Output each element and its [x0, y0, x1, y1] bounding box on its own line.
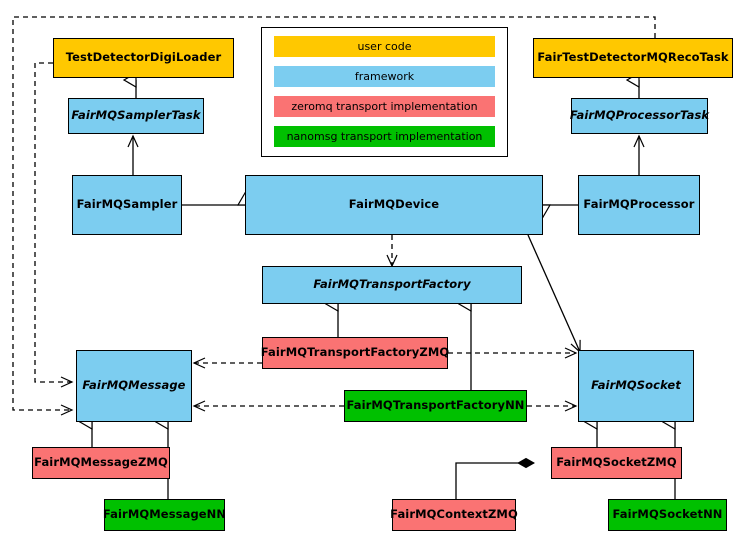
color-legend: user code framework zeromq transport imp…	[261, 27, 508, 157]
class-label: FairMQContextZMQ	[390, 507, 518, 522]
class-node-fairmqcontextzmq[interactable]: FairMQContextZMQ	[390, 499, 518, 531]
edge-recotask-to-message	[12, 16, 656, 416]
legend-item-zeromq: zeromq transport implementation	[274, 96, 495, 117]
legend-item-framework: framework	[274, 66, 495, 87]
class-label: FairMQSamplerTask	[71, 108, 201, 123]
class-label: TestDetectorDigiLoader	[65, 50, 222, 65]
class-node-fairmqtransportfactory[interactable]: FairMQTransportFactory	[262, 266, 522, 304]
class-label: FairMQTransportFactoryNN	[346, 398, 525, 413]
class-label: FairMQTransportFactoryZMQ	[260, 345, 450, 360]
class-node-fairmqtransportfactoryzmq[interactable]: FairMQTransportFactoryZMQ	[260, 337, 450, 369]
legend-item-nanomsg: nanomsg transport implementation	[274, 126, 495, 147]
class-label: FairMQSocketNN	[612, 507, 723, 522]
class-label: FairMQSocket	[591, 378, 681, 393]
legend-label-user-code: user code	[357, 40, 412, 53]
class-node-fairmqprocessortask[interactable]: FairMQProcessorTask	[569, 98, 710, 134]
class-node-fairmqsamplertask[interactable]: FairMQSamplerTask	[68, 98, 204, 134]
class-label: FairMQMessageNN	[102, 507, 227, 522]
class-node-fairmqsampler[interactable]: FairMQSampler	[72, 175, 182, 235]
legend-label-zeromq: zeromq transport implementation	[291, 100, 478, 113]
class-label: FairMQMessage	[82, 378, 186, 393]
class-label: FairTestDetectorMQRecoTask	[537, 50, 729, 65]
class-label: FairMQProcessorTask	[569, 108, 710, 123]
class-node-fairmqmessagenn[interactable]: FairMQMessageNN	[102, 499, 227, 531]
class-node-fairtestdetectormqrecotask[interactable]: FairTestDetectorMQRecoTask	[533, 38, 733, 78]
class-node-fairmqsocketzmq[interactable]: FairMQSocketZMQ	[551, 447, 682, 479]
legend-label-nanomsg: nanomsg transport implementation	[286, 130, 483, 143]
class-node-fairmqtransportfactorynn[interactable]: FairMQTransportFactoryNN	[344, 390, 527, 422]
class-label: FairMQTransportFactory	[313, 277, 471, 292]
class-node-fairmqprocessor[interactable]: FairMQProcessor	[578, 175, 700, 235]
class-node-fairmqdevice[interactable]: FairMQDevice	[245, 175, 543, 235]
class-label: FairMQMessageZMQ	[34, 455, 168, 470]
class-node-fairmqmessage[interactable]: FairMQMessage	[76, 350, 192, 422]
class-node-fairmqsocket[interactable]: FairMQSocket	[578, 350, 694, 422]
class-node-testdetectordigiloader[interactable]: TestDetectorDigiLoader	[53, 38, 234, 78]
class-node-fairmqmessagezmq[interactable]: FairMQMessageZMQ	[32, 447, 170, 479]
edge-digiloader-to-message	[34, 62, 74, 388]
class-label: FairMQDevice	[348, 197, 440, 212]
class-node-fairmqsocketnn[interactable]: FairMQSocketNN	[608, 499, 727, 531]
class-label: FairMQProcessor	[583, 197, 695, 212]
edge-contextzmq-to-socketzmq	[455, 463, 534, 499]
legend-label-framework: framework	[354, 70, 415, 83]
legend-item-user-code: user code	[274, 36, 495, 57]
class-label: FairMQSocketZMQ	[556, 455, 677, 470]
class-label: FairMQSampler	[76, 197, 178, 212]
edge-device-to-socket	[527, 234, 581, 354]
